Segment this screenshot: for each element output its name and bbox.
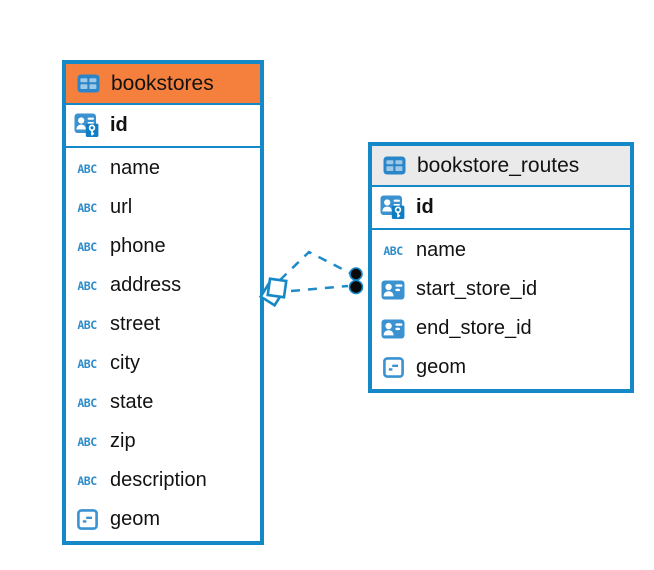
column-row[interactable]: ABC name [66, 149, 260, 188]
relationship-line-upper[interactable] [279, 250, 351, 281]
text-type-icon: ABC [77, 473, 97, 488]
column-name: name [110, 157, 161, 179]
column-name: description [110, 469, 207, 491]
column-row-pk[interactable]: id [372, 187, 630, 230]
column-row[interactable]: ABC url [66, 188, 260, 227]
geometry-type-icon [379, 357, 407, 378]
column-name: name [416, 239, 467, 261]
column-name: address [110, 274, 182, 296]
text-type-icon: ABC [77, 317, 97, 332]
relationship-dot-endpoint[interactable] [348, 267, 364, 295]
column-name: id [416, 196, 434, 218]
column-row[interactable]: ABC description [66, 461, 260, 500]
column-name: phone [110, 235, 166, 257]
column-name: url [110, 196, 133, 218]
text-type-icon: ABC [77, 161, 97, 176]
table-icon [380, 156, 408, 175]
column-row-pk[interactable]: id [66, 105, 260, 148]
primary-key-icon [73, 113, 101, 138]
bookstore-routes-table-header[interactable]: bookstore_routes [372, 146, 630, 187]
column-row[interactable]: ABC address [66, 266, 260, 305]
text-type-icon: ABC [383, 243, 403, 258]
geometry-type-icon [73, 509, 101, 530]
column-name: state [110, 391, 154, 413]
relationship-diamond-endpoint[interactable] [258, 277, 288, 308]
column-row[interactable]: geom [66, 500, 260, 539]
column-name: zip [110, 430, 136, 452]
column-row[interactable]: ABC city [66, 344, 260, 383]
reference-type-icon [379, 319, 407, 339]
text-type-icon: ABC [77, 395, 97, 410]
text-type-icon: ABC [77, 356, 97, 371]
text-type-icon: ABC [77, 278, 97, 293]
reference-type-icon [379, 280, 407, 300]
bookstores-table[interactable]: bookstores id ABC name ABC url [62, 60, 264, 545]
table-icon [74, 74, 102, 93]
column-name: start_store_id [416, 278, 538, 300]
column-row[interactable]: ABC name [372, 231, 630, 270]
column-name: city [110, 352, 140, 374]
text-type-icon: ABC [77, 239, 97, 254]
column-row[interactable]: end_store_id [372, 309, 630, 348]
table-name: bookstore_routes [417, 153, 580, 177]
column-name: id [110, 114, 128, 136]
column-row[interactable]: start_store_id [372, 270, 630, 309]
column-name: street [110, 313, 161, 335]
column-name: geom [416, 356, 467, 378]
column-row[interactable]: ABC phone [66, 227, 260, 266]
bookstores-table-header[interactable]: bookstores [66, 64, 260, 105]
text-type-icon: ABC [77, 200, 97, 215]
bookstore-routes-table[interactable]: bookstore_routes id ABC name [368, 142, 634, 393]
relationship-line-lower[interactable] [290, 284, 349, 293]
column-row[interactable]: ABC state [66, 383, 260, 422]
table-name: bookstores [111, 71, 214, 95]
column-row[interactable]: ABC zip [66, 422, 260, 461]
text-type-icon: ABC [77, 434, 97, 449]
column-name: geom [110, 508, 161, 530]
primary-key-icon [379, 195, 407, 220]
column-row[interactable]: ABC street [66, 305, 260, 344]
column-name: end_store_id [416, 317, 532, 339]
column-row[interactable]: geom [372, 348, 630, 387]
